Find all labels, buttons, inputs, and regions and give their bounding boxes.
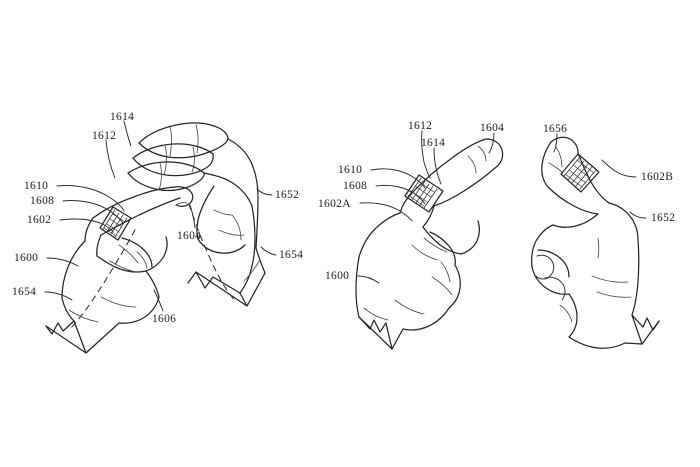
reference-numeral-1602B: 1602B <box>641 171 674 183</box>
reference-numeral-1612-middle: 1612 <box>408 120 433 132</box>
reference-numeral-1612: 1612 <box>92 130 117 142</box>
reference-numeral-1604-left: 1604 <box>177 230 202 242</box>
panel-right-leader-lines <box>553 133 647 219</box>
reference-numeral-1600: 1600 <box>14 252 39 264</box>
reference-numeral-1602: 1602 <box>27 214 52 226</box>
reference-numeral-1606: 1606 <box>152 313 177 325</box>
reference-numeral-1654-left: 1654 <box>12 286 37 298</box>
reference-numeral-1610: 1610 <box>24 180 49 192</box>
finger-band-device-left <box>99 206 132 241</box>
left-panel-open-hand <box>127 122 266 307</box>
reference-numeral-1654-right: 1654 <box>279 249 304 261</box>
panel-middle-artwork <box>355 130 504 350</box>
reference-numeral-1652-right: 1652 <box>651 212 676 224</box>
finger-band-device-right <box>560 153 600 193</box>
panel-left-leader-lines <box>44 120 277 312</box>
panel-right-artwork <box>531 133 660 349</box>
left-panel-fist-hand <box>45 186 237 354</box>
reference-numeral-1614: 1614 <box>110 111 135 123</box>
panel-left-artwork <box>44 120 277 354</box>
reference-numeral-1600-middle: 1600 <box>325 270 350 282</box>
reference-numeral-1604-middle: 1604 <box>480 122 505 134</box>
reference-numeral-1608-middle: 1608 <box>343 180 368 192</box>
reference-numeral-1652-left: 1652 <box>275 189 300 201</box>
reference-numeral-1656: 1656 <box>543 123 568 135</box>
reference-numeral-1614-middle: 1614 <box>421 137 446 149</box>
reference-numeral-1610-middle: 1610 <box>338 164 363 176</box>
reference-numeral-1602A: 1602A <box>318 198 351 210</box>
reference-numeral-1608: 1608 <box>30 195 55 207</box>
panel-middle-leader-lines <box>357 130 495 284</box>
